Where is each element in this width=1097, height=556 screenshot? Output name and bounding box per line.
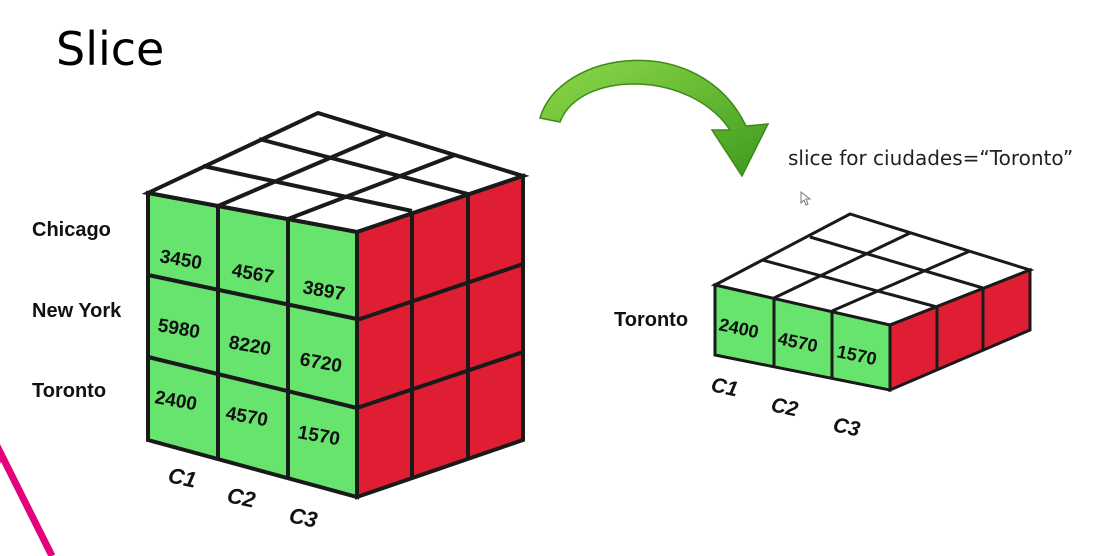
data-cube: 3450 4567 3897 5980 8220 6720 2400 4570 … (32, 110, 530, 533)
slice-col-label-c3: C3 (831, 413, 862, 441)
cube-top-grid (202, 132, 469, 221)
slice-front-grid (772, 298, 834, 378)
cube-col-label-c3: C3 (287, 502, 320, 532)
row-label-toronto: Toronto (32, 380, 106, 402)
slice-col-label-c1: C1 (709, 373, 740, 401)
slice-col-label-c2: C2 (769, 393, 800, 421)
row-label-chicago: Chicago (32, 219, 111, 241)
corner-triangle-icon (0, 444, 56, 556)
cube-side-face (355, 173, 525, 500)
slice-row-label-toronto: Toronto (614, 309, 688, 331)
slide-title: Slice (56, 22, 165, 76)
cube-col-label-c1: C1 (166, 462, 199, 492)
cube-front-grid (147, 206, 358, 478)
slice-box: 2400 4570 1570 Toronto C1 C2 C3 (614, 212, 1035, 442)
slice-annotation: slice for ciudades=“Toronto” (788, 146, 1074, 170)
row-label-new-york: New York (32, 300, 122, 322)
cube-col-label-c2: C2 (225, 482, 258, 512)
slice-side-grid (935, 288, 985, 370)
mouse-cursor-icon (800, 190, 812, 206)
cube-side-grid (356, 194, 524, 478)
slice-top-grid (761, 231, 984, 313)
curved-arrow-icon (539, 59, 770, 178)
cube-cell-values: 3450 4567 3897 5980 8220 6720 2400 4570 … (153, 246, 346, 450)
